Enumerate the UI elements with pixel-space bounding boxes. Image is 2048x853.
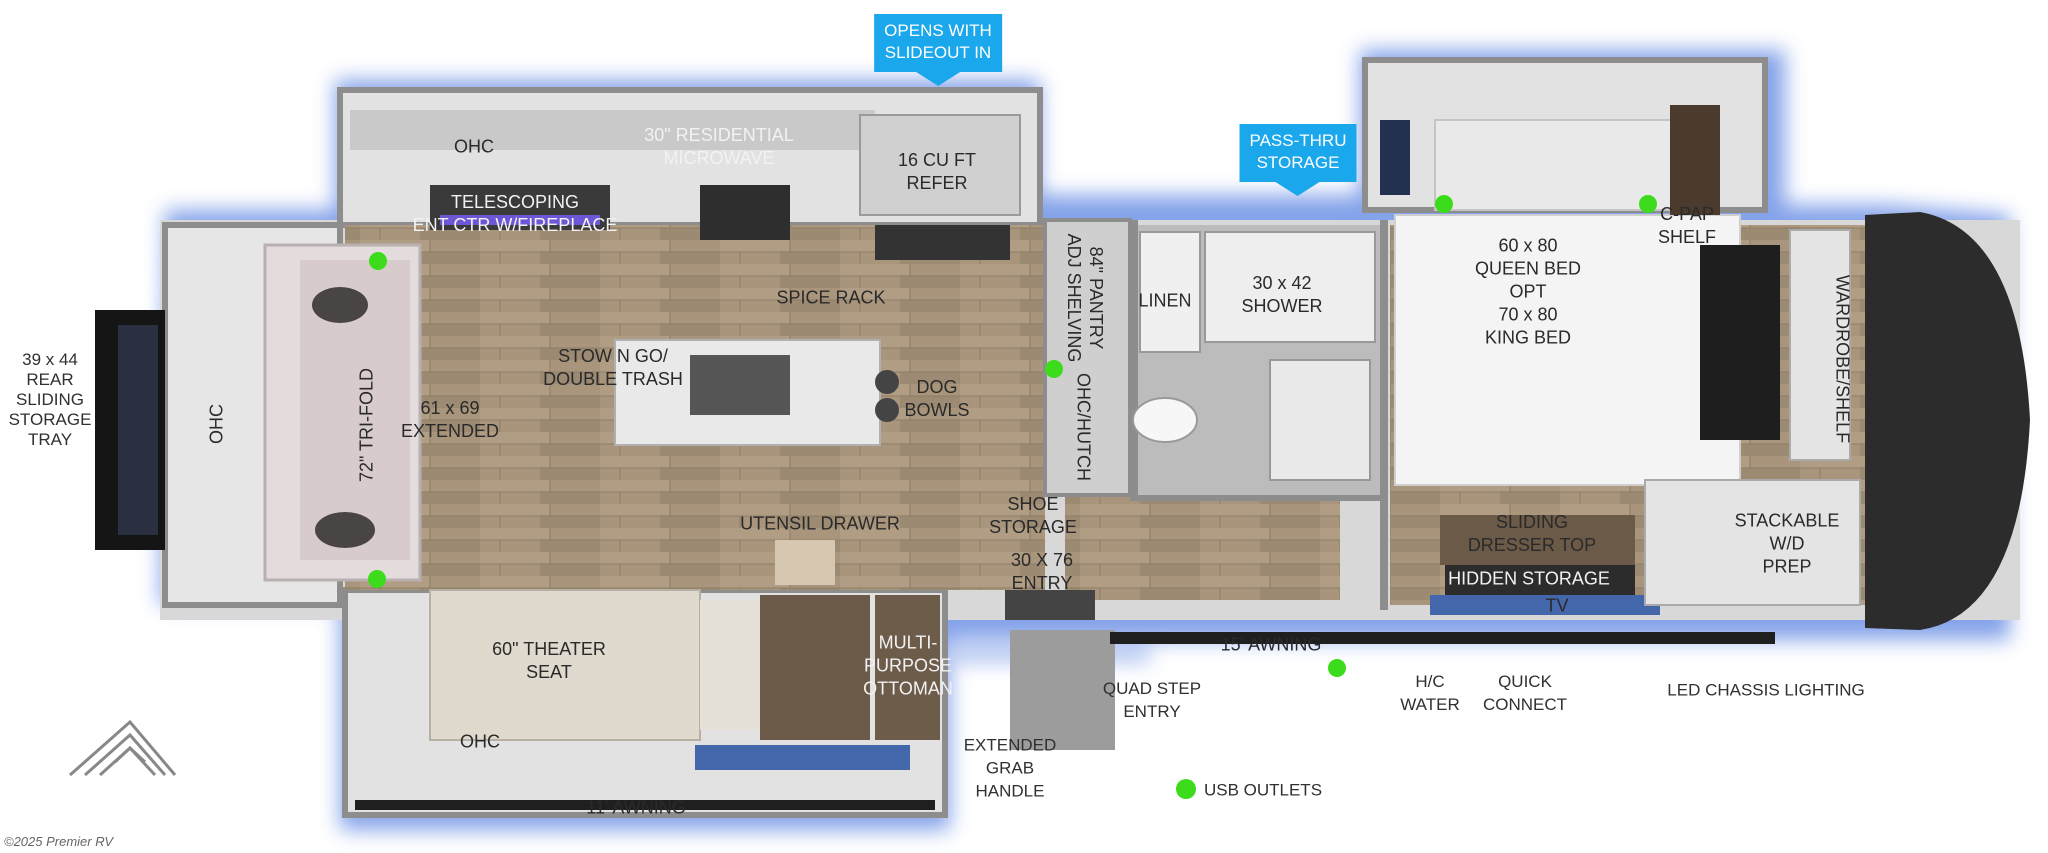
label-ent-ctr: TELESCOPING ENT CTR W/FIREPLACE bbox=[412, 192, 618, 235]
label-dresser: SLIDING DRESSER TOP bbox=[1467, 512, 1597, 555]
label-hutch: OHC/HUTCH bbox=[1073, 373, 1094, 481]
label-ohc-kitchen: OHC bbox=[454, 136, 494, 157]
usb-outlet-marker bbox=[1328, 659, 1346, 677]
label-theater: 60" THEATER SEAT bbox=[492, 639, 606, 682]
label-bed: 60 x 80 QUEEN BED OPT 70 x 80 KING BED bbox=[1474, 235, 1582, 348]
label-shoe: SHOE STORAGE bbox=[989, 494, 1077, 537]
label-pantry: 84" PANTRY ADJ SHELVING bbox=[1064, 233, 1106, 363]
label-tv: TV bbox=[1545, 595, 1569, 616]
label-grab-handle: EXTENDED GRAB HANDLE bbox=[963, 735, 1057, 801]
label-hidden-storage: HIDDEN STORAGE bbox=[1448, 568, 1610, 589]
label-utensil: UTENSIL DRAWER bbox=[740, 513, 900, 534]
label-trifold: 72" TRI-FOLD bbox=[356, 367, 377, 483]
label-wardrobe: WARDROBE/SHELF bbox=[1832, 274, 1853, 444]
usb-outlet-marker bbox=[1435, 195, 1453, 213]
label-wd: STACKABLE W/D PREP bbox=[1734, 510, 1840, 577]
label-ohc-slide: OHC bbox=[460, 731, 500, 752]
usb-legend-dot-icon bbox=[1176, 779, 1196, 799]
label-rear-tray: 39 x 44 REAR SLIDING STORAGE TRAY bbox=[8, 350, 92, 449]
usb-outlet-marker bbox=[368, 570, 386, 588]
label-spice-rack: SPICE RACK bbox=[776, 287, 886, 308]
callout-pass-thru: PASS-THRU STORAGE bbox=[1239, 124, 1357, 196]
label-microwave: 30" RESIDENTIAL MICROWAVE bbox=[644, 125, 794, 168]
label-trash: STOW N GO/ DOUBLE TRASH bbox=[543, 346, 683, 389]
label-entry: 30 X 76 ENTRY bbox=[1010, 550, 1074, 593]
label-quad-step: QUAD STEP ENTRY bbox=[1102, 679, 1202, 721]
label-linen: LINEN bbox=[1138, 290, 1192, 311]
label-awning-11: 11' AWNING bbox=[586, 797, 686, 818]
label-shower: 30 x 42 SHOWER bbox=[1241, 273, 1323, 316]
label-quick-connect: QUICK CONNECT bbox=[1482, 672, 1568, 714]
usb-outlet-marker bbox=[1639, 195, 1657, 213]
label-awning-15: 15' AWNING bbox=[1220, 634, 1322, 655]
label-extended: 61 x 69 EXTENDED bbox=[400, 398, 500, 441]
label-hc-water: H/C WATER bbox=[1400, 672, 1460, 714]
label-refer: 16 CU FT REFER bbox=[897, 150, 977, 193]
legend-usb-label: USB OUTLETS bbox=[1203, 780, 1323, 800]
usb-outlet-marker bbox=[1045, 360, 1063, 378]
callout-slideout: OPENS WITH SLIDEOUT IN bbox=[874, 14, 1002, 86]
label-dog-bowls: DOG BOWLS bbox=[904, 377, 970, 420]
label-led-lighting: LED CHASSIS LIGHTING bbox=[1667, 680, 1865, 700]
callout-slideout-text: OPENS WITH SLIDEOUT IN bbox=[884, 21, 992, 62]
usb-outlet-markers bbox=[368, 195, 1657, 677]
label-ohc-rear: OHC bbox=[206, 404, 227, 444]
usb-outlet-marker bbox=[369, 252, 387, 270]
brand-logo-icon bbox=[69, 719, 177, 777]
label-ottoman: MULTI- PURPOSE OTTOMAN bbox=[863, 632, 953, 699]
trailer-body bbox=[69, 57, 2030, 818]
callout-pass-thru-text: PASS-THRU STORAGE bbox=[1249, 131, 1347, 172]
copyright: ©2025 Premier RV bbox=[4, 834, 114, 849]
label-cpap: C-PAP SHELF bbox=[1657, 204, 1717, 247]
